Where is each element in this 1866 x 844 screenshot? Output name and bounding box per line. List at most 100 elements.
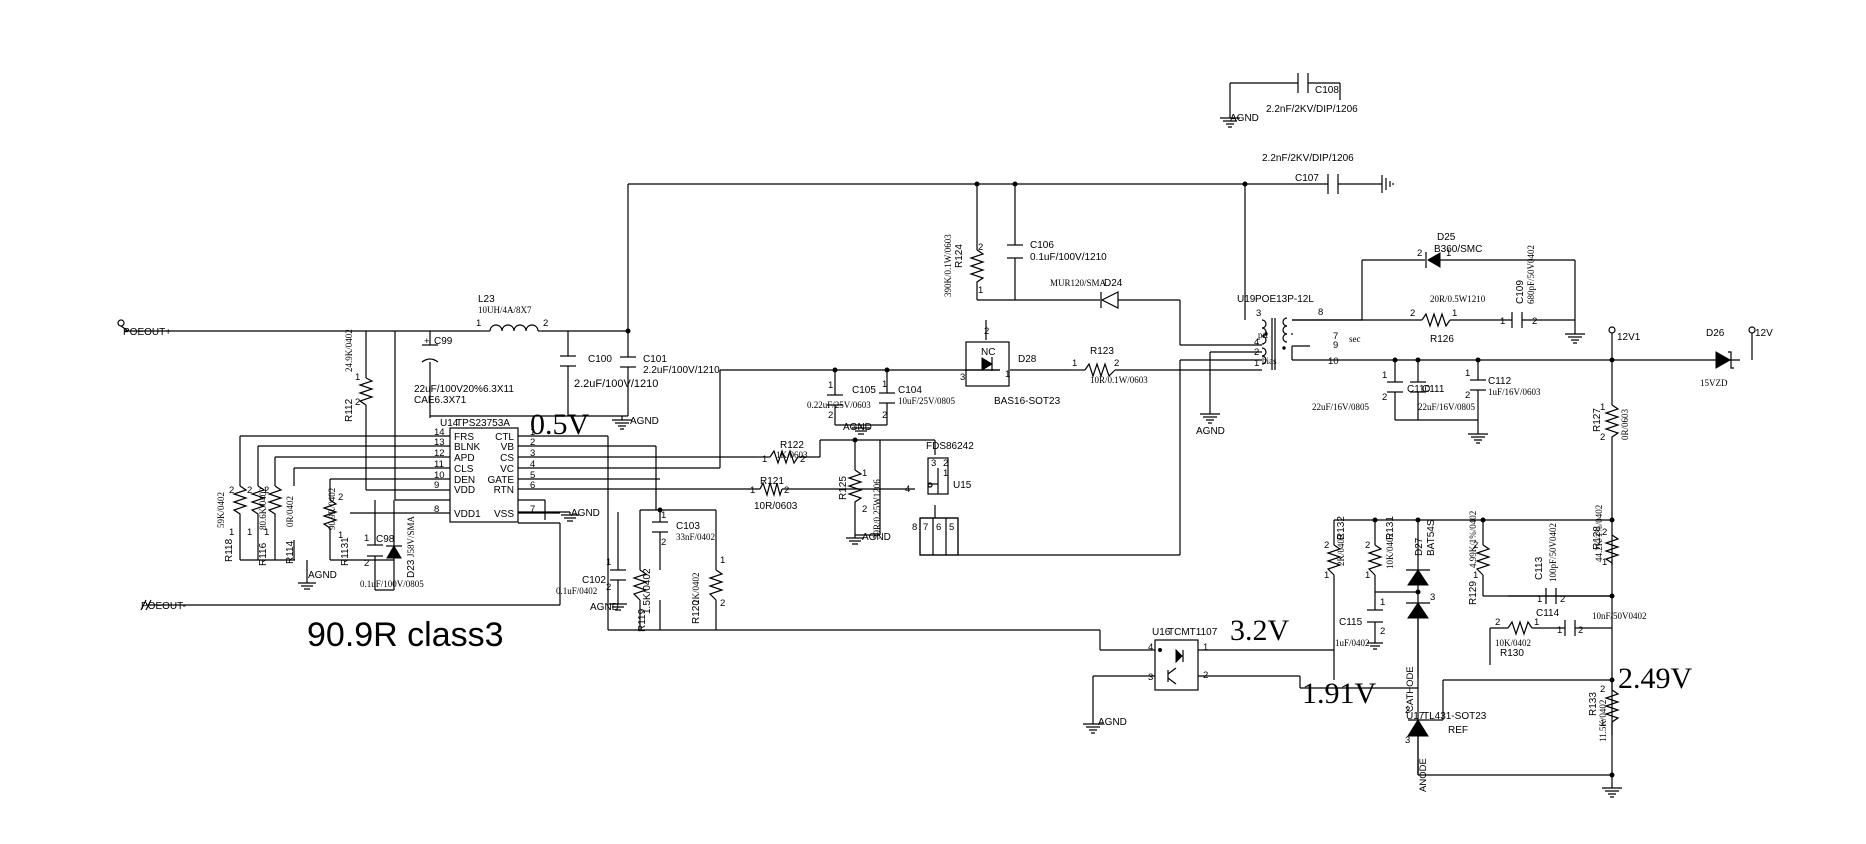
value-r113: 90.9R/0402 [327, 488, 337, 530]
value-c103: 33nF/0402 [676, 532, 715, 542]
part-u14: TPS23753A [456, 418, 510, 429]
svg-text:1: 1 [247, 527, 252, 538]
svg-text:2: 2 [247, 485, 252, 496]
agnd-label: AGND [590, 602, 619, 613]
resistor-r118: 21 R118 59K/0402 [216, 485, 248, 562]
net-label-poeout-plus: POEOUT+ [123, 327, 171, 338]
ref-r118: R118 [224, 538, 235, 562]
sec-label: sec [1349, 334, 1361, 344]
ref-d23: D23 [406, 559, 417, 578]
u14-pin-name-rtn: RTN [494, 485, 514, 496]
svg-text:4: 4 [905, 484, 910, 495]
svg-text:2: 2 [1405, 705, 1410, 716]
ref-d24: D24 [1104, 278, 1123, 289]
value-r118: 59K/0402 [216, 492, 226, 528]
svg-text:2: 2 [1600, 432, 1605, 443]
svg-text:2: 2 [882, 410, 887, 421]
ref-d28: D28 [1018, 354, 1037, 365]
svg-text:2: 2 [264, 485, 269, 496]
svg-text:2: 2 [1380, 626, 1385, 637]
svg-text:2: 2 [1410, 308, 1415, 319]
svg-text:2: 2 [1495, 617, 1500, 628]
ref-r116: R116 [258, 542, 269, 566]
pkg-c99: CAE6.3X71 [414, 395, 467, 406]
svg-text:3: 3 [1148, 672, 1153, 683]
svg-text:1: 1 [978, 285, 983, 296]
u14-pin-name-vc: VC [500, 464, 514, 475]
svg-text:3: 3 [1430, 592, 1435, 603]
svg-text:1: 1 [661, 510, 666, 521]
net-port-12v: 12V [1748, 326, 1773, 339]
svg-text:1: 1 [1600, 718, 1605, 729]
svg-text:6: 6 [936, 522, 941, 533]
capacitor-c98: 12 C98 0.1uF/100V/0805 [360, 533, 424, 589]
svg-text:2: 2 [862, 504, 867, 515]
value-c110: 22uF/16V/0805 [1312, 402, 1370, 412]
ref-r119: R119 [637, 608, 648, 632]
ref-c111: C111 [1422, 384, 1445, 395]
capacitor-c102: 12 C102 0.1uF/0402 [556, 557, 626, 596]
pri-label: pri [1258, 330, 1268, 340]
u14-pin-number-11: 11 [434, 459, 444, 470]
ref-r130: R130 [1500, 648, 1524, 659]
ref-c110: C110 [1407, 384, 1431, 395]
ref-u14: U14 [440, 418, 459, 429]
ground-icon [561, 512, 579, 522]
ground-icon [1200, 410, 1220, 424]
ref-r126: R126 [1430, 334, 1454, 345]
svg-text:1: 1 [750, 485, 755, 496]
ref-d27: D27 [1414, 537, 1425, 556]
net-port-poeout-plus: POEOUT+ [117, 319, 171, 338]
ref-r128: R128 [1592, 526, 1603, 550]
svg-text:2: 2 [784, 485, 789, 496]
svg-text:2: 2 [1473, 540, 1478, 551]
u14-pin-name-vdd: VDD [454, 485, 475, 496]
part-d28: BAS16-SOT23 [994, 396, 1061, 407]
u14-pin-name-cs: CS [500, 453, 514, 464]
value-r122: 1K/0603 [776, 450, 808, 460]
value-r125: 39R/0.25W1206 [872, 479, 882, 539]
svg-text:2: 2 [338, 492, 343, 503]
u14-pin-number-6: 6 [530, 480, 535, 491]
resistor-r124: 21 R124 390K/0.1W/0603 [943, 234, 985, 297]
svg-text:2: 2 [1114, 358, 1119, 369]
bias-label: bias [1262, 356, 1277, 366]
transformer-u19: U19 POE13P-12L 3 4 2 1 8 7 9 10 pri bias… [1237, 294, 1361, 370]
ref-pin-label: REF [1448, 725, 1468, 736]
net-port-poeout-minus: POEOUT- [140, 599, 186, 612]
capacitor-c108: C108 2.2nF/2KV/DIP/1206 [1266, 73, 1358, 115]
value-r116: 80.6K/0402 [258, 487, 268, 530]
ground-icon [612, 416, 632, 430]
ref-c108: C108 [1315, 85, 1339, 96]
svg-text:1: 1 [1537, 594, 1542, 605]
ground-icon [609, 600, 627, 611]
value-r123: 10R/0.1W/0603 [1090, 375, 1148, 385]
part-d26: 15VZD [1700, 378, 1728, 388]
value-r129: 4.99K/1%/0402 [1468, 511, 1478, 568]
svg-text:2: 2 [984, 326, 989, 337]
u14-pin-number-7: 7 [530, 504, 535, 515]
svg-text:1: 1 [1365, 570, 1370, 581]
ref-r121: R121 [760, 476, 784, 487]
value-c115: 1uF/0402 [1335, 638, 1370, 648]
value-c104: 10uF/25V/0805 [898, 396, 956, 406]
ref-d26: D26 [1706, 328, 1725, 339]
agnd-label: AGND [1230, 113, 1259, 124]
svg-text:1: 1 [1602, 557, 1607, 568]
u14-pin-number-13: 13 [434, 437, 445, 448]
svg-text:1: 1 [1382, 370, 1387, 381]
anode-label: ANODE [1418, 758, 1429, 792]
u14-pin-name-cls: CLS [454, 464, 474, 475]
svg-text:1: 1 [1324, 570, 1329, 581]
value-r130: 10K/0402 [1495, 638, 1531, 648]
resistor-r112: 12 R112 24.9K/0402 [344, 329, 374, 422]
cathode-label: CATHODE [1405, 666, 1416, 712]
resistor-r116: 2 1 R116 80.6K/0402 [247, 485, 269, 566]
ref-u19: U19 [1237, 294, 1256, 305]
svg-text:2: 2 [943, 458, 948, 469]
svg-text:2: 2 [1324, 540, 1329, 551]
svg-text:2: 2 [543, 318, 548, 329]
